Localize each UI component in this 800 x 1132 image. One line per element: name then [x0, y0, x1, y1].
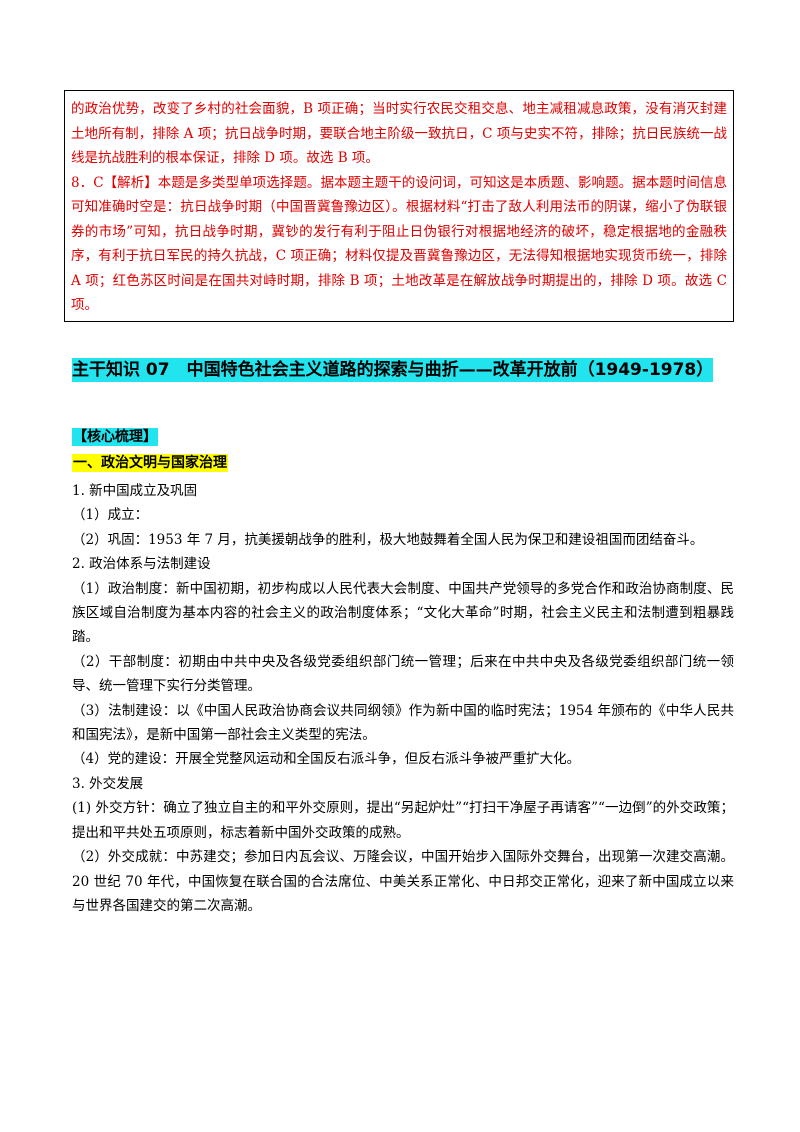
- paragraph-political-system: （1）政治制度：新中国初期，初步构成以人民代表大会制度、中国共产党领导的多党合作…: [72, 580, 734, 646]
- paragraph-diplomatic-policy: (1) 外交方针：确立了独立自主的和平外交原则，提出“另起炉灶”“打扫干净屋子再…: [72, 800, 734, 841]
- paragraph-establishment: （1）成立：: [72, 507, 149, 524]
- paragraph-legal-construction: （3）法制建设：以《中国人民政治协商会议共同纲领》作为新中国的临时宪法；1954…: [72, 702, 734, 744]
- answer-paragraph: 8．C【解析】本题是多类型单项选择题。据本题主题干的设问词，可知这是本质题、影响…: [71, 174, 732, 314]
- paragraph-party-building: （4）党的建设：开展全党整风运动和全国反右派斗争，但反右派斗争被严重扩大化。: [72, 751, 581, 768]
- paragraph-diplomatic-achievements: （2）外交成就：中苏建交；参加日内瓦会议、万隆会议，中国开始步入国际外交舞台，出…: [72, 849, 734, 914]
- core-summary-label: 【核心梳理】: [72, 428, 158, 446]
- answer-box: 的政治优势，改变了乡村的社会面貌，B 项正确；当时实行农民交租交息、地主减租减息…: [64, 90, 734, 322]
- subsection-title: 一、政治文明与国家治理: [72, 454, 228, 472]
- answer-paragraph: 的政治优势，改变了乡村的社会面貌，B 项正确；当时实行农民交租交息、地主减租减息…: [71, 101, 727, 166]
- body-text: 1. 新中国成立及巩固 （1）成立： （2）巩固：1953 年 7 月，抗美援朝…: [72, 479, 734, 918]
- paragraph-consolidation: （2）巩固：1953 年 7 月，抗美援朝战争的胜利，极大地鼓舞着全国人民为保卫…: [72, 531, 704, 548]
- heading-diplomacy: 3. 外交发展: [72, 775, 144, 792]
- heading-founding: 1. 新中国成立及巩固: [72, 483, 198, 499]
- section-title: 主干知识 07 中国特色社会主义道路的探索与曲折——改革开放前（1949-197…: [72, 354, 714, 386]
- paragraph-cadre-system: （2）干部制度：初期由中共中央及各级党委组织部门统一管理；后来在中共中央及各级党…: [72, 653, 734, 695]
- heading-political-system: 2. 政治体系与法制建设: [72, 556, 211, 573]
- section-title-text: 主干知识 07 中国特色社会主义道路的探索与曲折——改革开放前（1949-197…: [72, 358, 714, 382]
